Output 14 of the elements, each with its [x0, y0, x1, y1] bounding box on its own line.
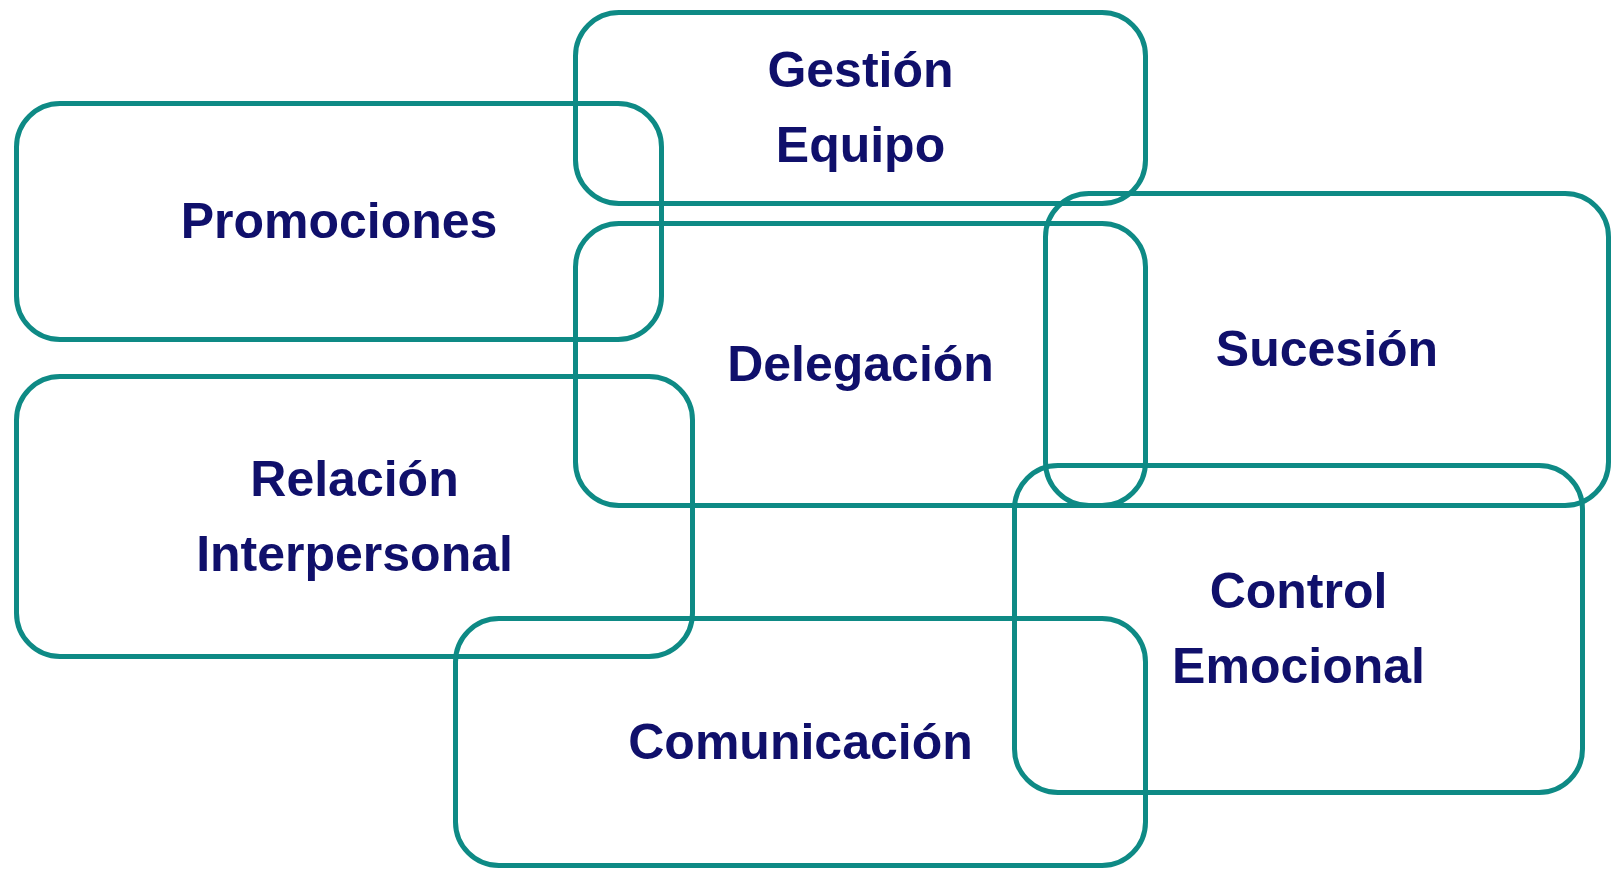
rounded-box: [1012, 463, 1585, 795]
box-label: Relación Interpersonal: [195, 449, 514, 584]
rounded-box: [453, 616, 1148, 868]
rounded-box: [14, 374, 695, 659]
box-label: Gestión Equipo: [766, 41, 955, 175]
box-label: Promociones: [180, 192, 498, 251]
box-label: Comunicación: [628, 712, 973, 772]
rounded-box: [1043, 191, 1611, 508]
rounded-box: [573, 10, 1148, 206]
box-label: Delegación: [727, 335, 994, 394]
box-label: Control Emocional: [1171, 562, 1426, 696]
rounded-box: [14, 101, 664, 342]
box-label: Sucesión: [1215, 320, 1439, 379]
rounded-box: [573, 221, 1148, 508]
